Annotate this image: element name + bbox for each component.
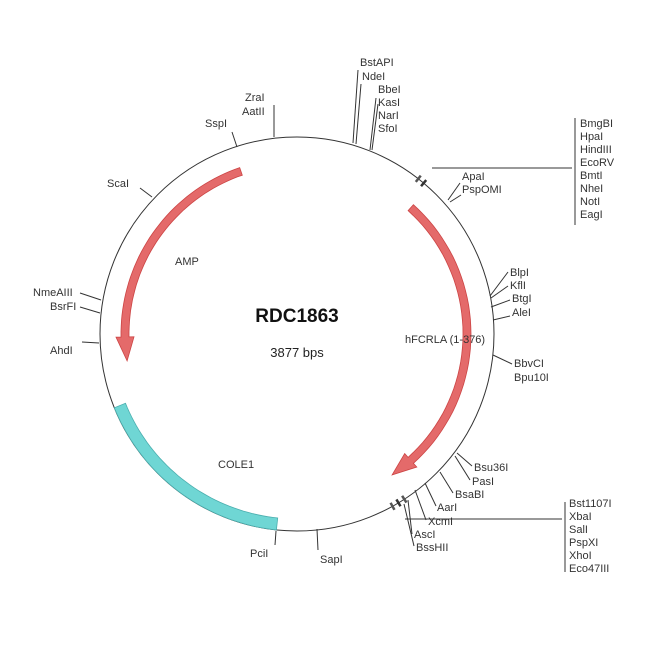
site-leader-line: [79, 292, 102, 301]
restriction-site-label[interactable]: ZraI: [245, 92, 265, 104]
restriction-site-label[interactable]: Bpu10I: [514, 372, 549, 384]
site-leader-line: [490, 299, 511, 308]
restriction-site-label[interactable]: BbvCI: [514, 358, 544, 370]
site-leader-line: [79, 306, 101, 314]
restriction-site-label[interactable]: NarI: [378, 110, 399, 122]
restriction-site-label[interactable]: ApaI: [462, 171, 485, 183]
restriction-site-label[interactable]: NheI: [580, 183, 603, 195]
site-leader-line: [316, 528, 319, 551]
site-leader-line: [439, 471, 454, 494]
site-leader-line: [424, 482, 437, 507]
restriction-site-label[interactable]: AarI: [437, 502, 457, 514]
site-leader-line: [274, 530, 277, 546]
cut-site-marker: [414, 174, 422, 183]
site-leader-line: [369, 97, 377, 151]
cut-site-marker: [401, 495, 408, 504]
restriction-site-label[interactable]: Bst1107I: [569, 498, 612, 510]
restriction-site-label[interactable]: SfoI: [378, 123, 398, 135]
restriction-site-label[interactable]: BsrFI: [50, 301, 76, 313]
restriction-site-label[interactable]: SspI: [205, 118, 227, 130]
restriction-site-label[interactable]: BlpI: [510, 267, 529, 279]
restriction-site-label[interactable]: KasI: [378, 97, 400, 109]
site-leader-line: [454, 455, 471, 481]
restriction-site-label[interactable]: SapI: [320, 554, 343, 566]
restriction-site-label[interactable]: BstAPI: [360, 57, 394, 69]
restriction-site-label[interactable]: BtgI: [512, 293, 532, 305]
restriction-site-label[interactable]: XhoI: [569, 550, 592, 562]
site-leader-line: [403, 503, 415, 547]
restriction-site-label[interactable]: Bsu36I: [474, 462, 508, 474]
restriction-site-label[interactable]: BmtI: [580, 170, 603, 182]
cole1-feature-block[interactable]: [113, 402, 279, 531]
site-leader-line: [139, 187, 153, 198]
restriction-site-label[interactable]: BmgBI: [580, 118, 613, 130]
restriction-site-label[interactable]: NdeI: [362, 71, 385, 83]
restriction-site-label[interactable]: XbaI: [569, 511, 592, 523]
cole1-label: COLE1: [218, 459, 254, 471]
site-leader-line: [456, 452, 473, 467]
site-leader-line: [492, 354, 513, 365]
site-leader-line: [414, 489, 427, 521]
restriction-site-label[interactable]: NotI: [580, 196, 600, 208]
hfcrla-label: hFCRLA (1-376): [405, 334, 485, 346]
site-leader-line: [355, 83, 362, 145]
restriction-site-label[interactable]: Eco47III: [569, 563, 609, 575]
restriction-site-label[interactable]: PciI: [250, 548, 268, 560]
restriction-site-label[interactable]: PasI: [472, 476, 494, 488]
site-leader-line: [489, 271, 509, 297]
site-leader-line: [449, 194, 462, 203]
restriction-site-label[interactable]: BbeI: [378, 84, 401, 96]
plasmid-name: RDC1863: [255, 306, 338, 327]
restriction-site-label[interactable]: BssHII: [416, 542, 448, 554]
restriction-site-label[interactable]: AleI: [512, 307, 531, 319]
plasmid-size: 3877 bps: [270, 345, 324, 360]
restriction-site-label[interactable]: XcmI: [428, 516, 453, 528]
restriction-site-label[interactable]: HpaI: [580, 131, 603, 143]
restriction-site-label[interactable]: AhdI: [50, 345, 73, 357]
restriction-site-label[interactable]: ScaI: [107, 178, 129, 190]
cut-site-marker: [389, 502, 396, 511]
site-leader-line: [407, 499, 413, 535]
cut-site-marker: [420, 179, 428, 187]
restriction-site-label[interactable]: HindIII: [580, 144, 612, 156]
amp-label: AMP: [175, 256, 199, 268]
restriction-site-label[interactable]: AatII: [242, 106, 265, 118]
restriction-site-label[interactable]: BsaBI: [455, 489, 484, 501]
restriction-site-label[interactable]: SalI: [569, 524, 588, 536]
hfcrla-feature-arrow[interactable]: [391, 204, 472, 476]
site-leader-line: [371, 103, 379, 151]
restriction-site-label[interactable]: NmeAIII: [33, 287, 73, 299]
site-leader-line: [447, 182, 461, 201]
amp-feature-arrow[interactable]: [115, 167, 243, 363]
site-leader-line: [81, 341, 100, 344]
site-leader-line: [492, 315, 511, 321]
restriction-site-label[interactable]: EcoRV: [580, 157, 615, 169]
restriction-site-label[interactable]: AscI: [414, 529, 435, 541]
site-leader-line: [352, 69, 359, 144]
site-leader-line: [490, 285, 509, 299]
site-leader-line: [231, 131, 238, 148]
restriction-site-label[interactable]: PspXI: [569, 537, 598, 549]
restriction-site-label[interactable]: EagI: [580, 209, 603, 221]
backbone-circle: [99, 136, 495, 532]
cut-site-marker: [395, 498, 402, 507]
restriction-site-label[interactable]: PspOMI: [462, 184, 502, 196]
restriction-site-label[interactable]: KflI: [510, 280, 526, 292]
